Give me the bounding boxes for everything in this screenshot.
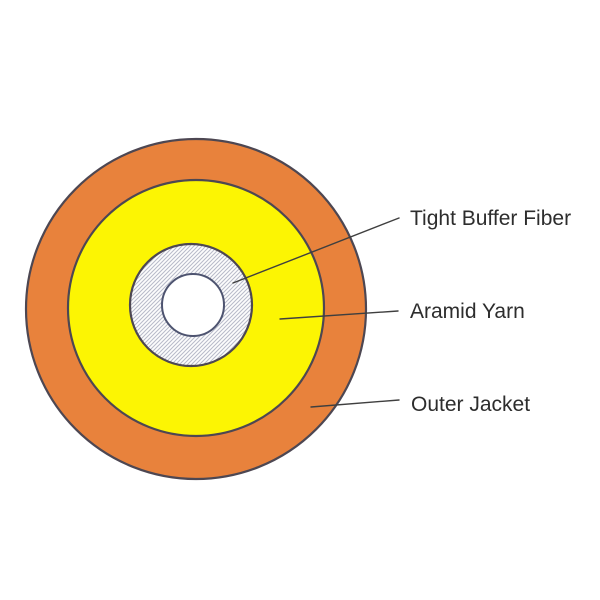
leader-line-aramid-yarn [279,310,399,320]
leader-line-tight-buffer-fiber [232,217,400,284]
label-aramid-yarn: Aramid Yarn [410,300,525,323]
leader-line-outer-jacket [310,399,400,408]
fiber-core-circle [161,273,225,337]
label-tight-buffer-fiber: Tight Buffer Fiber [410,207,571,230]
label-outer-jacket: Outer Jacket [411,393,530,416]
